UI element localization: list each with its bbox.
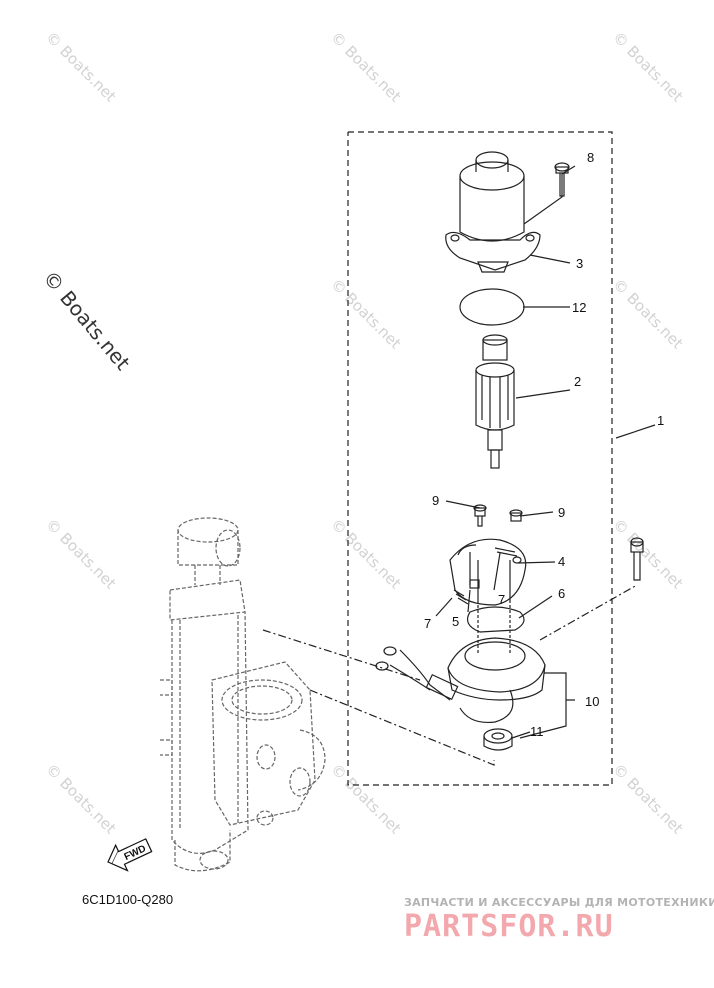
watermark: © Boats.net	[42, 28, 120, 106]
brand-subtitle: ЗАПЧАСТИ И АКСЕССУАРЫ ДЛЯ МОТОТЕХНИКИ	[404, 896, 714, 909]
watermark-large: © Boats.net	[38, 266, 135, 375]
tilt-cylinder-ghost	[160, 517, 326, 872]
watermark: © Boats.net	[609, 760, 687, 838]
watermark: © Boats.net	[327, 275, 405, 353]
callout-6: 6	[558, 586, 565, 601]
callout-3: 3	[576, 256, 583, 271]
watermark: © Boats.net	[327, 28, 405, 106]
assembly-boundary	[347, 131, 613, 786]
mounting-bolt	[630, 537, 644, 581]
motor-housing	[445, 151, 541, 273]
callout-11: 11	[530, 724, 544, 739]
watermark: © Boats.net	[327, 515, 405, 593]
callout-7: 7	[424, 616, 431, 631]
callout-12: 12	[572, 300, 586, 315]
lower-cover-10	[375, 637, 546, 724]
callout-labels: 1 2 3 4 5 6 7 7 8 9 9 10 11 12	[424, 150, 664, 739]
gasket-6	[467, 606, 525, 633]
callout-5: 5	[452, 614, 459, 629]
callout-1: 1	[657, 413, 664, 428]
watermark: © Boats.net	[327, 760, 405, 838]
callout-4: 4	[558, 554, 565, 569]
callout-leaders	[435, 165, 656, 739]
o-ring-12	[459, 288, 525, 326]
fwd-arrow: FWD	[107, 838, 153, 872]
callout-2: 2	[574, 374, 581, 389]
fwd-label: FWD	[123, 843, 148, 863]
brush-holder-assembly	[449, 538, 527, 655]
watermark: © Boats.net	[609, 275, 687, 353]
callout-10: 10	[585, 694, 599, 709]
brand-logo: PARTSFOR.RU	[404, 909, 614, 944]
screw-9-left	[473, 504, 487, 527]
grommet-11	[483, 728, 513, 751]
callout-9: 9	[558, 505, 565, 520]
callout-8: 8	[587, 150, 594, 165]
assembly-leader-lines	[262, 584, 638, 766]
callout-9: 9	[432, 493, 439, 508]
armature-2	[475, 334, 515, 469]
watermark: © Boats.net	[42, 760, 120, 838]
diagram-code: 6C1D100-Q280	[82, 892, 173, 907]
callout-7: 7	[498, 592, 505, 607]
watermark: © Boats.net	[609, 28, 687, 106]
watermark: © Boats.net	[42, 515, 120, 593]
watermark: © Boats.net	[609, 515, 687, 593]
screw-9-right	[509, 509, 523, 522]
